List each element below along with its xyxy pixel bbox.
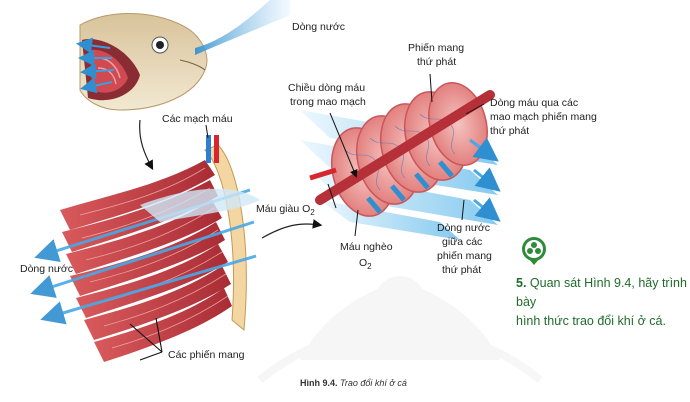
zoom-arrow-1 <box>139 119 154 171</box>
label-water-between-3: phiến mang <box>437 250 492 262</box>
oxygen-rich-vessel <box>309 167 337 181</box>
watermark-logo <box>257 276 543 384</box>
zoom-arrow-2 <box>261 219 323 239</box>
water-between-arrows <box>469 137 501 222</box>
label-oxygen-poor-1: Máu nghèo <box>340 241 393 253</box>
question-badge-icon <box>522 237 546 265</box>
label-oxygen-rich: Máu giàu O2 <box>256 203 315 217</box>
label-water-between-2: giữa các <box>442 236 482 248</box>
gill-arch-illustration <box>60 135 247 362</box>
label-secondary-lamellae-1: Phiến mang <box>408 42 464 54</box>
label-water-flow-left: Dòng nước <box>20 263 73 275</box>
fish-head-illustration <box>79 13 208 111</box>
label-water-flow-top: Dòng nước <box>292 21 345 33</box>
caption-title: Trao đổi khí ở cá <box>340 378 407 388</box>
question-number: 5. <box>516 276 527 290</box>
label-capillary-flow-1: Dòng máu qua các <box>490 97 578 109</box>
label-blood-vessels: Các mạch máu <box>162 113 233 125</box>
label-secondary-lamellae-2: thứ phát <box>417 56 456 68</box>
question-line-1: Quan sát Hình 9.4, hãy trình bày <box>516 276 687 309</box>
question-text: 5. Quan sát Hình 9.4, hãy trình bày hình… <box>516 274 688 331</box>
water-exit-arrows-fish <box>76 37 115 94</box>
label-water-between-4: thứ phát <box>442 264 481 276</box>
label-gill-filaments: Các phiến mang <box>168 349 245 361</box>
oxygen-poor-vessels <box>366 160 454 214</box>
label-blood-direction-1: Chiều dòng máu <box>288 82 365 94</box>
secondary-lamellae <box>331 82 488 217</box>
detail-pointer-lines <box>327 73 485 237</box>
caption-figure-number: Hình 9.4. <box>300 378 338 388</box>
question-line-2: hình thức trao đổi khí ở cá. <box>516 314 666 328</box>
label-blood-direction-2: trong mao mạch <box>290 96 366 108</box>
label-oxygen-poor-2: O2 <box>359 257 372 271</box>
label-capillary-flow-2: mao mạch phiến mang <box>490 111 597 123</box>
gill-filaments-pointer-lines <box>129 317 163 361</box>
blood-vessels-pointer <box>205 124 209 139</box>
water-stream-into-mouth <box>195 0 290 55</box>
water-swirl <box>140 188 260 222</box>
label-water-between-1: Dòng nước <box>437 222 490 234</box>
figure-caption: Hình 9.4. Trao đổi khí ở cá <box>300 378 407 388</box>
label-capillary-flow-3: thứ phát <box>490 125 529 137</box>
lamella-base-vessel <box>315 90 495 205</box>
